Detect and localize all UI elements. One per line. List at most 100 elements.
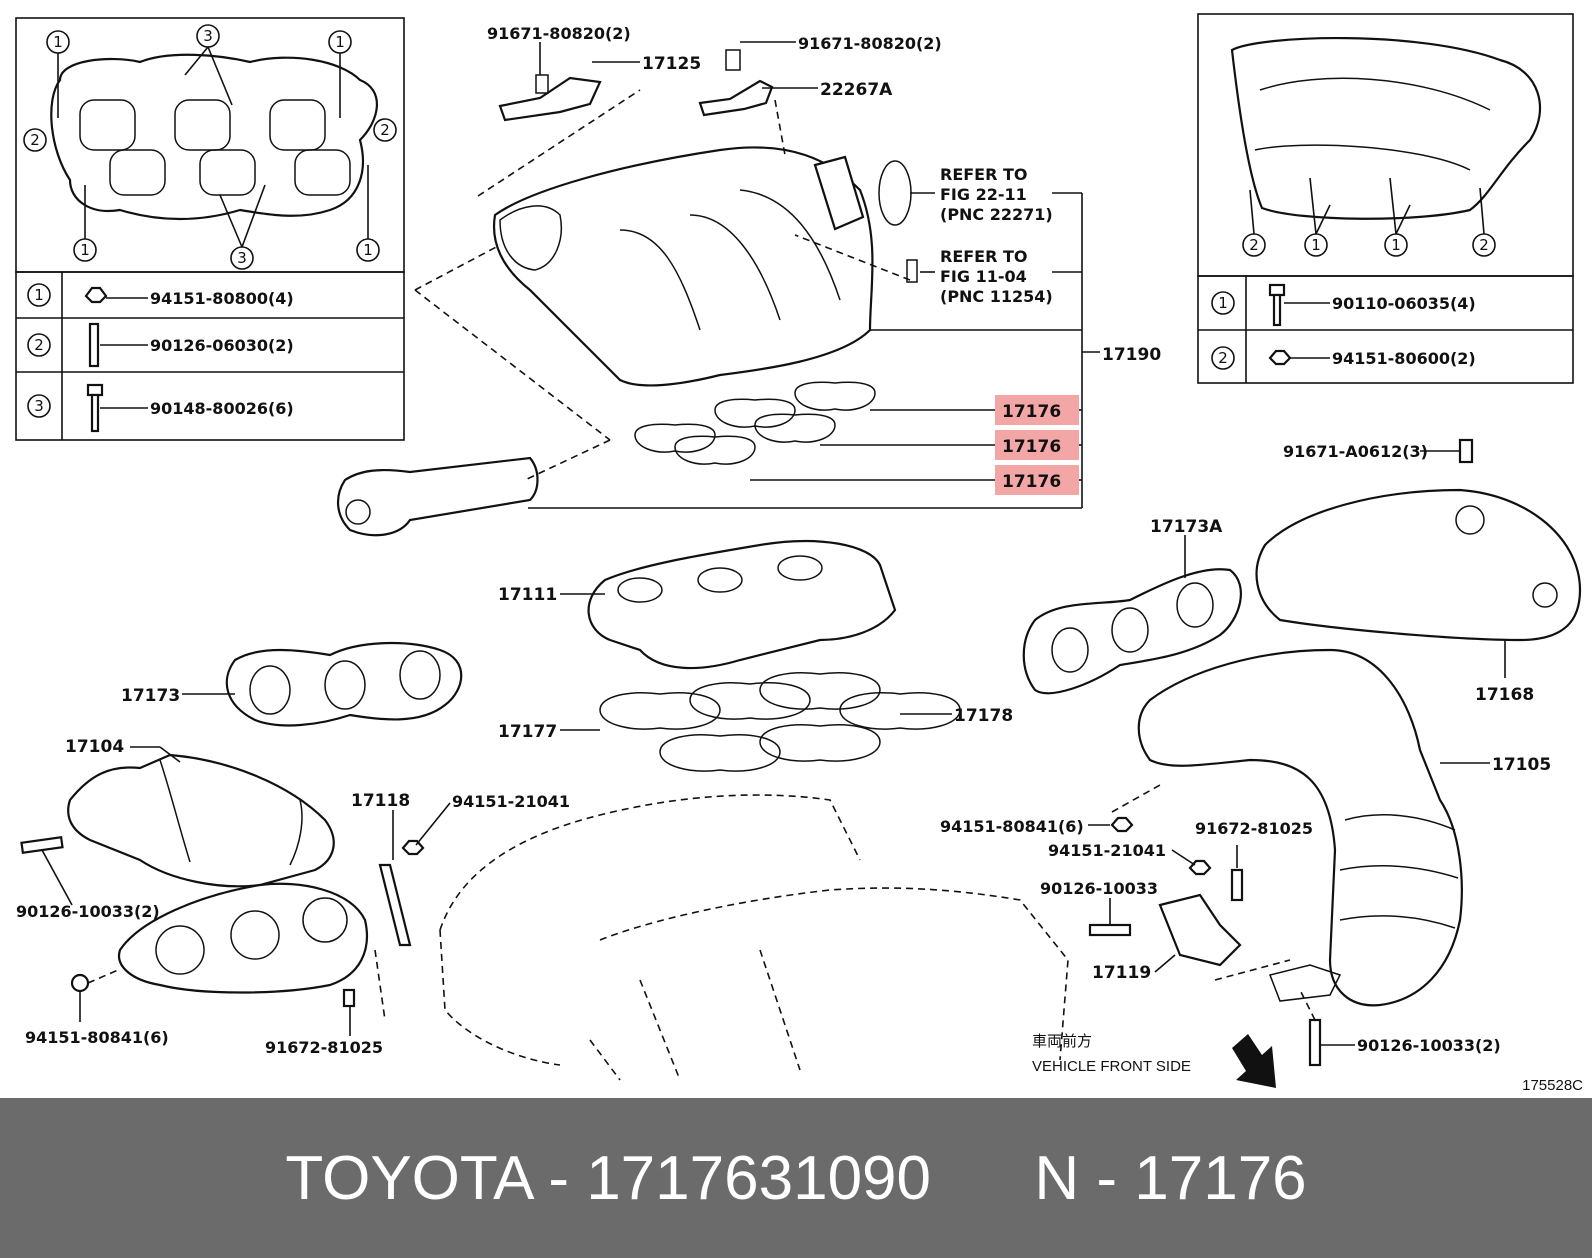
- exhaust-gasket-17173: [225, 641, 463, 727]
- stay-17118: [378, 863, 412, 947]
- label-91672-81025-left: 91672-81025: [265, 1038, 383, 1057]
- stud-icon: [1308, 1018, 1322, 1067]
- highlight-17176-mid: [995, 430, 1079, 460]
- lower-left-parts: 17104 17118 94151-21041 90126-10033(2) 9…: [16, 737, 570, 1057]
- label-17111: 17111: [498, 585, 557, 605]
- refer-fig-11-04-line3: (PNC 11254): [940, 287, 1053, 306]
- bolt-icon: [1458, 438, 1474, 464]
- svg-text:2: 2: [380, 121, 390, 139]
- label-17118: 17118: [351, 791, 410, 811]
- refer-fig-11-04-line2: FIG 11-04: [940, 267, 1027, 286]
- label-17176-mid: 17176: [1002, 437, 1061, 457]
- bolt-icon: [342, 988, 356, 1008]
- highlight-17176-bottom: [995, 465, 1079, 495]
- refer-fig-22-11-line2: FIG 22-11: [940, 185, 1027, 204]
- label-17177: 17177: [498, 722, 557, 742]
- nut-icon: [401, 839, 425, 856]
- label-94151-21041-left: 94151-21041: [452, 792, 570, 811]
- nut-icon: [1110, 816, 1134, 833]
- label-94151-80841-left: 94151-80841(6): [25, 1028, 169, 1047]
- label-94151-21041-right: 94151-21041: [1048, 841, 1166, 860]
- label-22267A: 22267A: [820, 80, 893, 100]
- exhaust-gasket-17173A: [1022, 568, 1242, 695]
- left-table-row-1-num: 1: [34, 286, 44, 304]
- bolt-head-icon: [86, 383, 104, 397]
- label-17173A: 17173A: [1150, 517, 1223, 537]
- catalytic-converter-17104: [67, 753, 335, 888]
- bolt-icon: [1230, 868, 1244, 902]
- svg-text:2: 2: [1249, 236, 1259, 254]
- heat-insulator-17168: [1255, 488, 1582, 642]
- label-17190: 17190: [1102, 345, 1161, 365]
- label-91671-80820-left: 91671-80820(2): [487, 24, 631, 43]
- label-94151-80841-right: 94151-80841(6): [940, 817, 1084, 836]
- intake-manifold-lower: [587, 539, 897, 670]
- label-17176-bottom: 17176: [1002, 472, 1061, 492]
- exhaust-manifold-left: [117, 882, 369, 994]
- label-17105: 17105: [1492, 755, 1551, 775]
- right-table-row-2-part: 94151-80600(2): [1332, 349, 1476, 368]
- nut-icon: [70, 973, 90, 993]
- arrow-icon: [1232, 1034, 1276, 1088]
- stud-icon: [1088, 923, 1132, 937]
- svg-text:1: 1: [363, 241, 373, 259]
- refer-fig-22-11-line1: REFER TO: [940, 165, 1028, 184]
- svg-text:1: 1: [53, 33, 63, 51]
- diagram-canvas: 1 3 1 2 2 1 3 1 1 2 3 94151-80800(4) 901…: [15, 13, 1583, 1094]
- label-17176-top: 17176: [1002, 402, 1061, 422]
- left-inset: 1 3 1 2 2 1 3 1 1 2 3 94151-80800(4) 901…: [15, 17, 405, 441]
- middle-parts: 17111 17173 17177 17178: [121, 539, 1013, 772]
- bolt-head-icon: [1268, 283, 1286, 297]
- label-17173: 17173: [121, 686, 180, 706]
- refer-fig-11-04-line1: REFER TO: [940, 247, 1028, 266]
- right-table-row-2-num: 2: [1218, 349, 1228, 367]
- label-17125: 17125: [642, 54, 701, 74]
- label-91671-A0612: 91671-A0612(3): [1283, 442, 1428, 461]
- left-table-row-3-num: 3: [34, 397, 44, 415]
- label-17178: 17178: [954, 706, 1013, 726]
- vehicle-front-en: VEHICLE FRONT SIDE: [1032, 1058, 1191, 1075]
- svg-text:3: 3: [237, 249, 247, 267]
- footer-ref: N - 17176: [1034, 1143, 1307, 1213]
- bolt-icon: [90, 393, 100, 433]
- left-table-row-1-part: 94151-80800(4): [150, 289, 294, 308]
- front-indicator: 車両前方 VEHICLE FRONT SIDE 175528C: [1032, 1033, 1583, 1094]
- footer-bar: TOYOTA - 1717631090 N - 17176: [0, 1098, 1592, 1258]
- label-91671-80820-right: 91671-80820(2): [798, 34, 942, 53]
- svg-text:2: 2: [1479, 236, 1489, 254]
- right-parts: 91671-A0612(3) 17173A 17168 17105: [1022, 438, 1582, 1007]
- nut-icon: [84, 286, 108, 304]
- svg-text:3: 3: [203, 27, 213, 45]
- left-table-row-2-part: 90126-06030(2): [150, 336, 294, 355]
- vehicle-front-jp: 車両前方: [1032, 1033, 1092, 1050]
- nut-icon: [1268, 349, 1292, 366]
- lower-right-parts: 94151-80841(6) 94151-21041 91672-81025 9…: [940, 784, 1501, 1067]
- label-90126-10033-right: 90126-10033: [1040, 879, 1158, 898]
- label-17104: 17104: [65, 737, 124, 757]
- engine-block-outline: [439, 794, 1069, 1081]
- bolt-icon: [1272, 293, 1282, 327]
- right-table-row-1-part: 90110-06035(4): [1332, 294, 1476, 313]
- highlight-17176-top: [995, 395, 1079, 425]
- parts-diagram: 1 3 1 2 2 1 3 1 1 2 3 94151-80800(4) 901…: [15, 13, 1583, 1094]
- label-17119: 17119: [1092, 963, 1151, 983]
- throttle-body: [337, 456, 539, 537]
- diagram-code: 175528C: [1522, 1077, 1583, 1094]
- footer-part-number: TOYOTA - 1717631090: [285, 1143, 932, 1213]
- intake-plenum: [492, 146, 874, 387]
- right-table-row-1-num: 1: [1218, 294, 1228, 312]
- left-table-row-2-num: 2: [34, 336, 44, 354]
- svg-text:2: 2: [30, 131, 40, 149]
- intake-manifold-group: 91671-80820(2) 17125 91671-80820(2) 2226…: [337, 24, 1161, 537]
- refer-fig-22-11-line3: (PNC 22271): [940, 205, 1053, 224]
- label-17168: 17168: [1475, 685, 1534, 705]
- left-table-row-3-part: 90148-80026(6): [150, 399, 294, 418]
- svg-text:1: 1: [1311, 236, 1321, 254]
- stay-17119: [1158, 893, 1242, 967]
- label-90126-10033-left: 90126-10033(2): [16, 902, 160, 921]
- svg-text:1: 1: [335, 33, 345, 51]
- label-90126-10033-bottom: 90126-10033(2): [1357, 1036, 1501, 1055]
- svg-text:1: 1: [1391, 236, 1401, 254]
- svg-text:1: 1: [80, 241, 90, 259]
- exhaust-manifold-17105: [1137, 648, 1463, 1007]
